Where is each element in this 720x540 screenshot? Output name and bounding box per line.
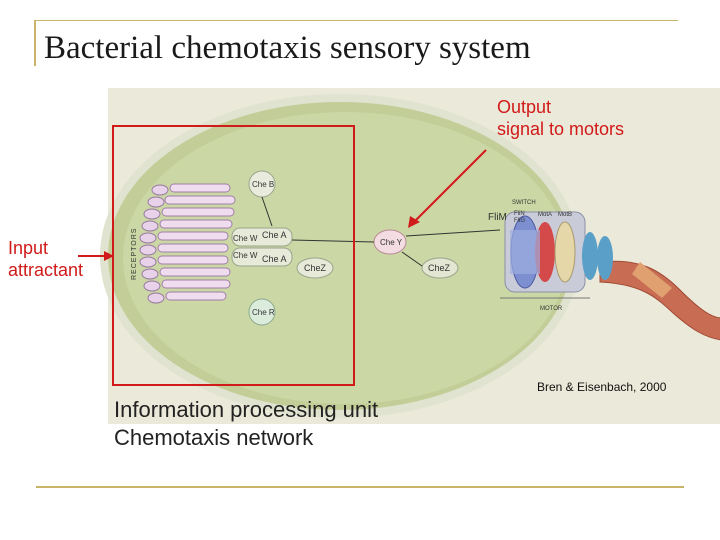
motor-label: MOTOR bbox=[540, 306, 563, 312]
output-arrow-line bbox=[413, 149, 487, 223]
cell-interior bbox=[123, 112, 567, 404]
processing-label-line1: Information processing unit bbox=[114, 397, 379, 422]
chey-label: Che Y bbox=[380, 238, 403, 247]
processing-label-line2: Chemotaxis network bbox=[114, 425, 314, 450]
input-arrow-head bbox=[104, 251, 114, 261]
chez2-label: CheZ bbox=[428, 263, 451, 273]
flagellar-motor bbox=[500, 211, 613, 299]
mota-label: MotA bbox=[538, 212, 552, 218]
chew-chea-upper-blob bbox=[231, 227, 293, 247]
receptors-label: RECEPTORS bbox=[131, 228, 138, 280]
bottom-rule bbox=[36, 486, 684, 488]
slide-title: Bacterial chemotaxis sensory system bbox=[44, 30, 531, 66]
chew-chea-lower-blob bbox=[231, 247, 293, 267]
chey-to-motor-line bbox=[405, 229, 501, 237]
input-label-line2: attractant bbox=[8, 260, 84, 280]
chez-to-chey-line bbox=[401, 251, 423, 267]
chea2-label: Che A bbox=[262, 254, 287, 264]
title-top-rule bbox=[34, 20, 678, 21]
flim-label: FliM bbox=[488, 212, 507, 223]
output-label: Output signal to motors bbox=[497, 96, 624, 140]
output-arrow-head bbox=[408, 216, 420, 228]
output-label-line1: Output bbox=[497, 97, 552, 117]
switch-label: SWITCH bbox=[512, 200, 536, 206]
chea1-label: Che A bbox=[262, 230, 287, 240]
motb-label: MotB bbox=[558, 212, 572, 218]
chez1-blob bbox=[296, 257, 334, 279]
chea-to-chey-line bbox=[291, 239, 375, 243]
processing-label: Information processing unit Chemotaxis n… bbox=[114, 396, 378, 452]
chew2-label: Che W bbox=[233, 251, 258, 260]
cheb-label: Che B bbox=[252, 180, 274, 189]
chew1-label: Che W bbox=[233, 234, 258, 243]
input-label: Input attractant bbox=[8, 237, 83, 281]
title-left-rule bbox=[34, 20, 36, 66]
input-label-line1: Input bbox=[8, 238, 49, 258]
cher-label: Che R bbox=[252, 308, 275, 317]
flin-label: FliN bbox=[514, 211, 525, 217]
flig-label: FliG bbox=[514, 218, 525, 224]
receptor-array bbox=[139, 183, 236, 304]
output-label-line2: signal to motors bbox=[497, 119, 625, 139]
cheb-to-chea-line bbox=[261, 196, 273, 227]
hook bbox=[632, 262, 672, 298]
chez2-blob bbox=[421, 257, 459, 279]
flagellum bbox=[599, 260, 720, 341]
chez1-label: CheZ bbox=[304, 263, 327, 273]
credit: Bren & Eisenbach, 2000 bbox=[537, 380, 667, 394]
cher-blob bbox=[248, 298, 276, 326]
